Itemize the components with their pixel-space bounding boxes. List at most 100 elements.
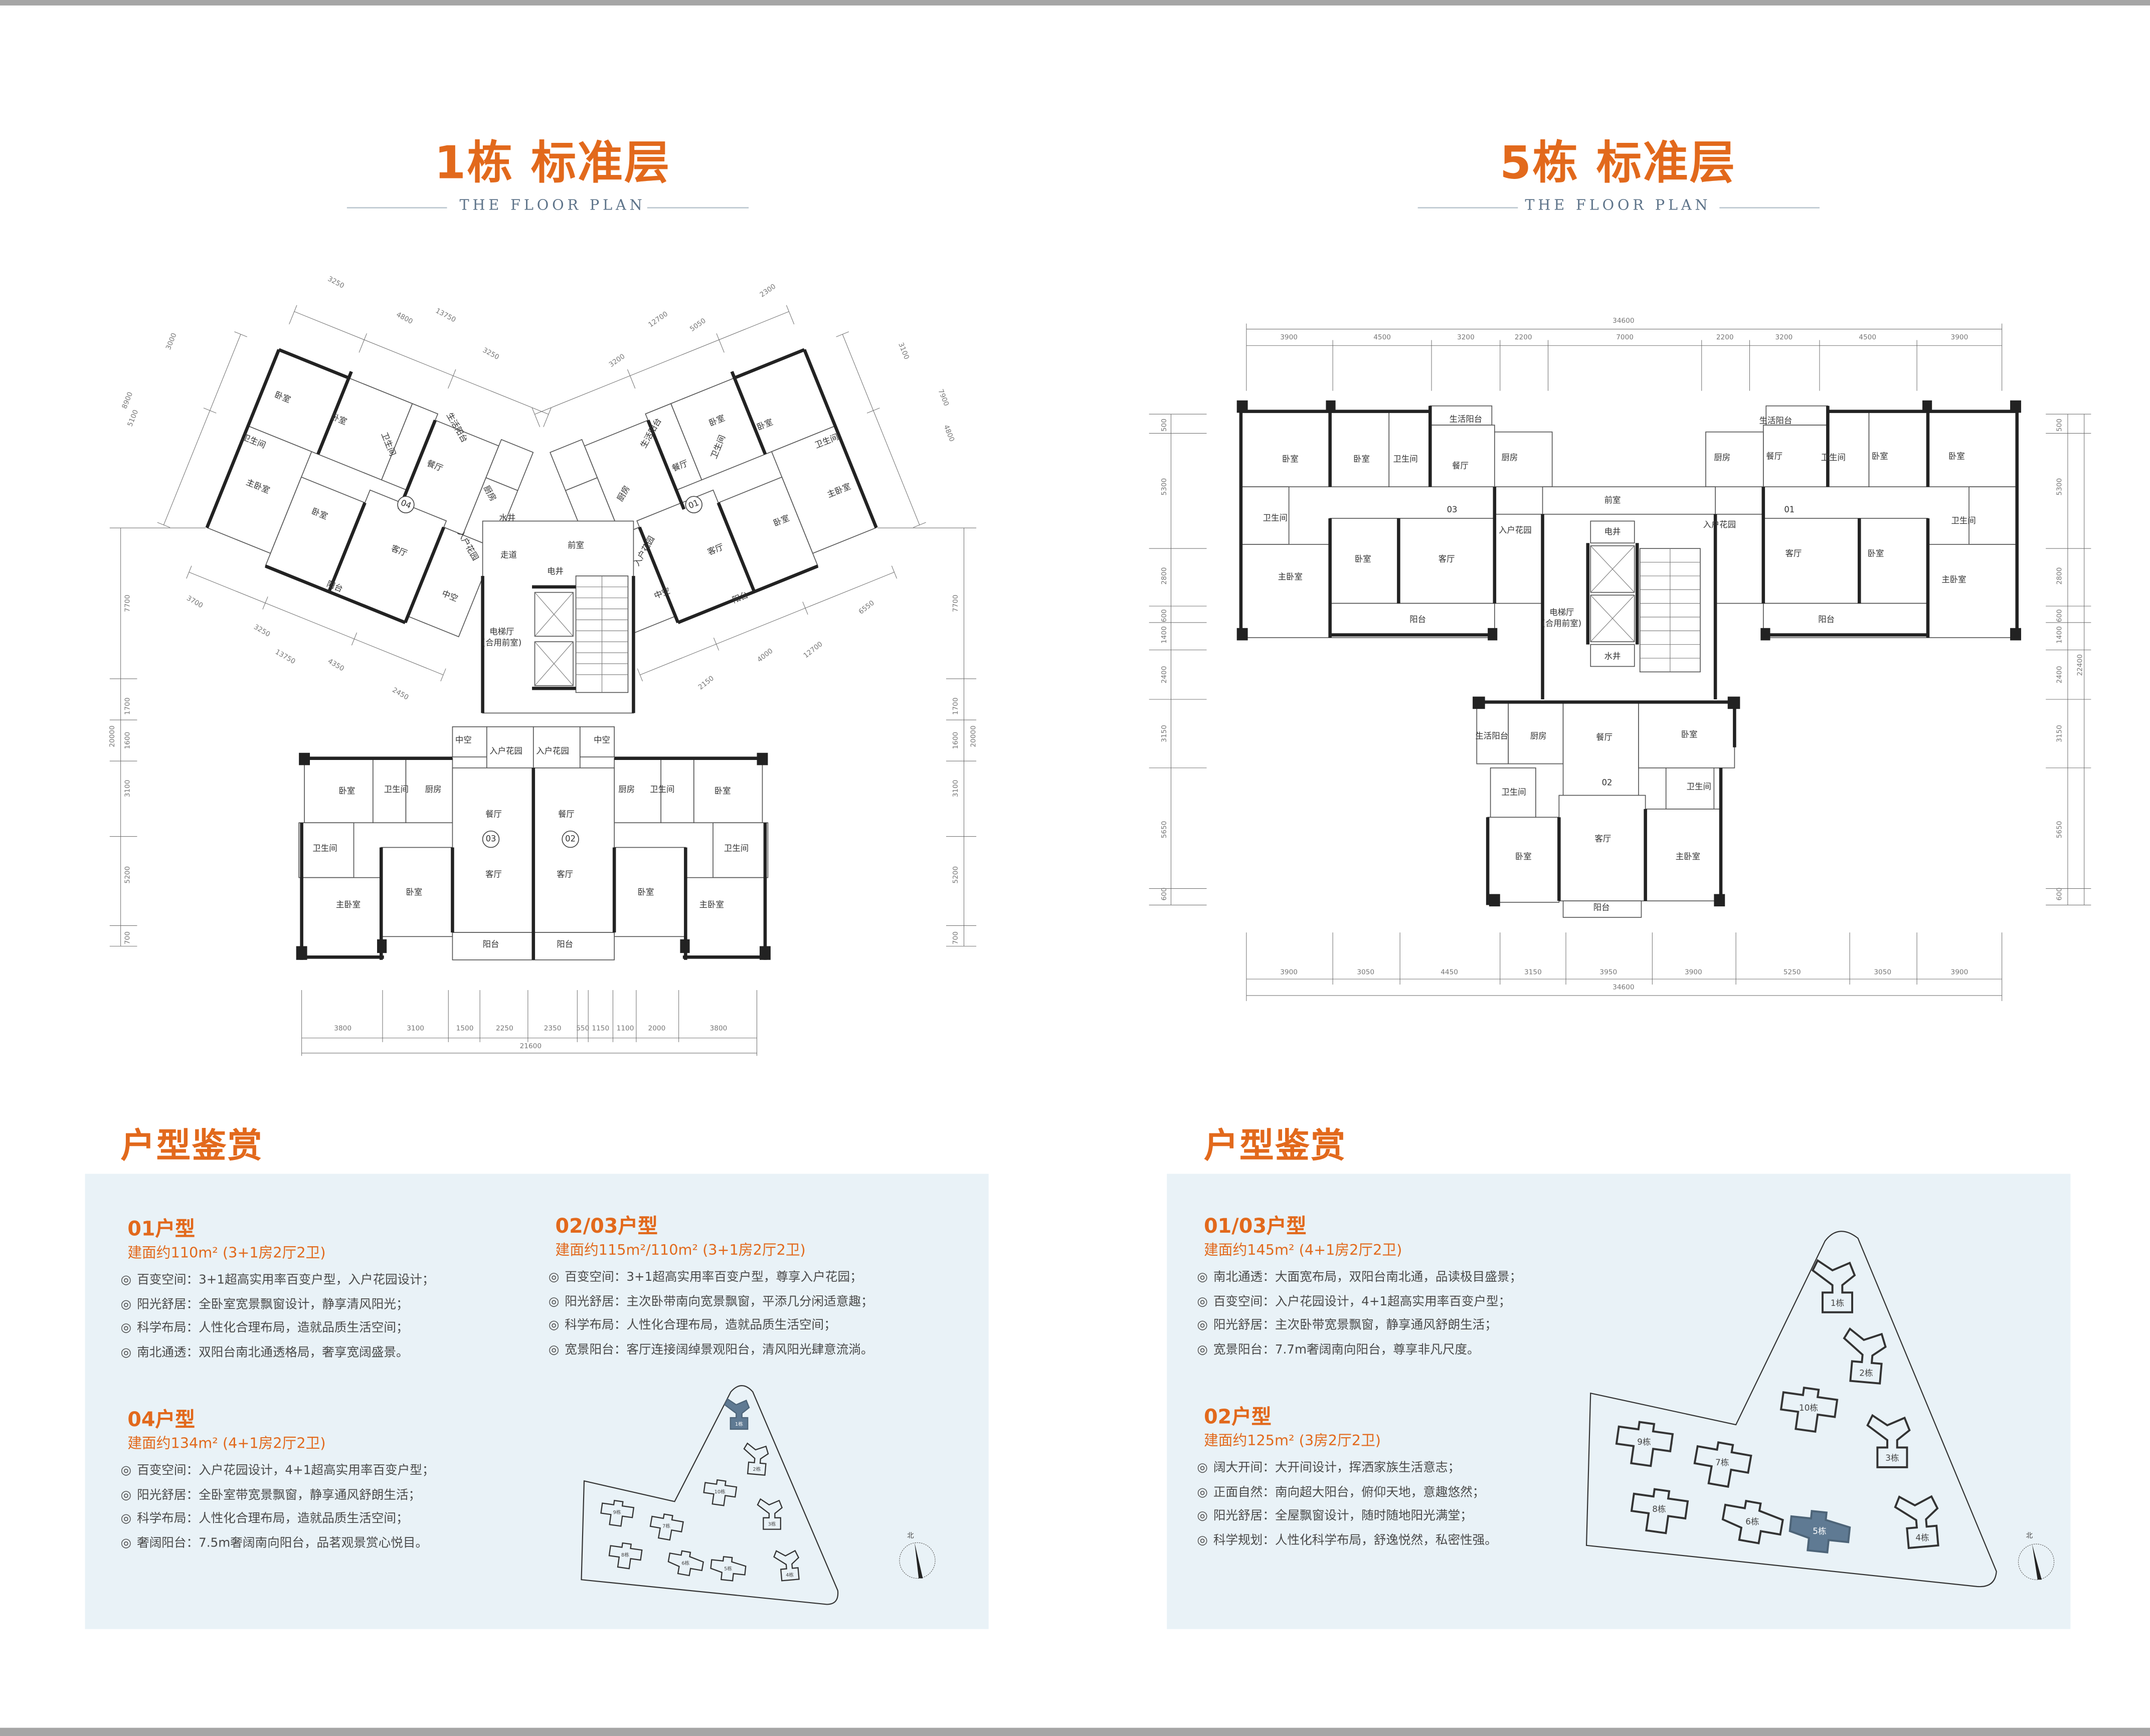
dimension-label: 34600 <box>1612 317 1634 325</box>
building-label: 5栋 <box>724 1565 732 1572</box>
north-label: 北 <box>907 1532 914 1540</box>
room-label: 入户花园 <box>1703 520 1736 529</box>
building-5-subtitle: THE FLOOR PLAN <box>1525 197 1711 214</box>
room-label: 厨房 <box>618 785 635 794</box>
building-label: 8栋 <box>1652 1504 1666 1514</box>
unit-04-description: 04户型 建面约134m² (4+1房2厅2卫) ◎百变空间：入户花园设计，4+… <box>121 1408 435 1557</box>
room-label: 卧室 <box>1515 852 1532 861</box>
dimension-label: 2250 <box>496 1025 513 1033</box>
room-label: 入户花园 <box>536 746 569 755</box>
feature-item: ◎阳光舒居：全屋飘窗设计，随时随地阳光满堂； <box>1197 1510 1473 1524</box>
bottom-border <box>0 1727 2150 1736</box>
dimension-label: 2800 <box>1160 567 1168 585</box>
room-label: 卧室 <box>338 786 355 796</box>
feature-item: ◎百变空间：3+1超高实用率百变户型，尊享入户花园； <box>548 1271 862 1285</box>
unit-01-wing <box>531 305 926 682</box>
room-label: 03 <box>1447 505 1458 514</box>
building-label: 4栋 <box>1915 1532 1929 1542</box>
site-boundary <box>1585 1231 1997 1588</box>
feature-item: ◎科学规划：人性化科学布局，舒逸悦然，私密性强。 <box>1197 1534 1497 1548</box>
dimension-label: 2200 <box>1515 333 1532 341</box>
unit-01 <box>1705 400 2021 641</box>
dimension-label: 600 <box>1160 609 1168 622</box>
dimension-label: 5650 <box>2056 821 2064 839</box>
room-label: 卫生间 <box>1687 782 1711 792</box>
room-label: 01 <box>1784 505 1795 514</box>
room-label: 餐厅 <box>1452 461 1469 471</box>
room-label: 中空 <box>455 735 472 745</box>
room-label: 卫生间 <box>650 785 674 794</box>
building-footprint <box>1843 1327 1887 1385</box>
building-footprint <box>1779 1386 1839 1433</box>
dimension-label: 7700 <box>123 595 131 612</box>
feature-item: ◎阳光舒居：全卧室带宽景飘窗，静享通风舒朗生活； <box>120 1488 421 1502</box>
unit-01-description: 01户型 建面约110m² (3+1房2厅2卫) ◎百变空间：3+1超高实用率百… <box>121 1218 435 1366</box>
feature-item: ◎阔大开间：大开间设计，挥洒家族生活意志； <box>1197 1461 1461 1476</box>
building-label: 4栋 <box>786 1572 794 1578</box>
building-label: 9栋 <box>613 1509 621 1515</box>
room-label: (合用前室) <box>482 638 521 647</box>
unit-area: 建面约145m² (4+1房2厅2卫) <box>1204 1242 1402 1259</box>
room-label: 厨房 <box>1501 453 1518 462</box>
room-label: 水井 <box>1604 652 1621 661</box>
feature-item: ◎南北通透：双阳台南北通透格局，奢享宽阔盛景。 <box>120 1346 409 1360</box>
room-label: 卧室 <box>1355 554 1371 564</box>
room-label: 02 <box>565 834 576 844</box>
building-footprint <box>608 1542 643 1570</box>
dimension-label: 3900 <box>1951 333 1968 341</box>
building-footprint <box>757 1498 783 1530</box>
compass-icon: 北 <box>2018 1532 2055 1580</box>
building-footprint <box>1615 1421 1674 1467</box>
room-label: 厨房 <box>425 785 442 794</box>
room-label: 卫生间 <box>1821 453 1846 462</box>
feature-item: ◎科学布局：人性化合理布局，造就品质生活空间； <box>548 1319 836 1333</box>
feature-item: ◎百变空间：入户花园设计，4+1超高实用率百变户型； <box>120 1464 435 1478</box>
dimension-label: 700 <box>952 931 960 944</box>
room-label: 生活阳台 <box>1450 415 1483 424</box>
dimension-label: 3900 <box>1685 968 1702 976</box>
feature-item: ◎阳光舒居：主次卧带南向宽景飘窗，平添几分闲适意趣； <box>548 1295 873 1309</box>
dimension-label: 700 <box>123 931 131 944</box>
dimension-label: 20000 <box>108 725 116 747</box>
feature-item: ◎宽景阳台：7.7m奢阔南向阳台，尊享非凡尺度。 <box>1197 1343 1480 1358</box>
dimension-label: 7000 <box>1616 333 1634 341</box>
room-label: 水井 <box>499 513 515 522</box>
divider <box>1417 207 1518 209</box>
unit-area: 建面约110m² (3+1房2厅2卫) <box>127 1245 326 1262</box>
building-label: 1栋 <box>735 1421 743 1427</box>
room-label: 阳台 <box>1409 615 1426 624</box>
dimension-label: 3200 <box>1775 333 1793 341</box>
dimension-label: 5200 <box>952 866 960 884</box>
room-label: 厨房 <box>1714 453 1730 462</box>
building-label: 10栋 <box>1799 1403 1818 1413</box>
room-label: 餐厅 <box>485 809 502 819</box>
dimension-label: 20000 <box>970 725 978 747</box>
room-label: 卧室 <box>1872 451 1888 461</box>
dimension-label: 4450 <box>1441 968 1458 976</box>
unit-03 <box>1236 400 1553 641</box>
divider <box>346 207 447 209</box>
room-label: 厨房 <box>1530 731 1547 740</box>
room-label: 客厅 <box>1785 549 1802 558</box>
dimension-label: 4500 <box>1373 333 1391 341</box>
building-1-floor-plan <box>109 305 977 1056</box>
dimension-label: 2200 <box>1716 333 1734 341</box>
dimension-label: 1700 <box>123 697 131 715</box>
room-label: 餐厅 <box>1596 732 1612 742</box>
room-label: 生活阳台 <box>1476 731 1509 740</box>
unit-number-circle <box>562 830 579 848</box>
building-footprint <box>773 1550 800 1582</box>
feature-item: ◎正面自然：南向超大阳台，俯仰天地，意趣悠然； <box>1197 1486 1485 1500</box>
dimension-label: 2400 <box>1160 666 1168 683</box>
right-unit-panel <box>1167 1174 2071 1629</box>
dimension-label: 5300 <box>2056 478 2064 496</box>
room-label: 电井 <box>547 566 564 576</box>
room-label: 主卧室 <box>1676 852 1700 861</box>
unit-name: 02户型 <box>1204 1407 1272 1429</box>
room-label: 前室 <box>1604 495 1621 505</box>
building-footprint <box>649 1513 684 1541</box>
unit-name: 01/03户型 <box>1204 1216 1307 1239</box>
building-label: 7栋 <box>1715 1457 1729 1467</box>
